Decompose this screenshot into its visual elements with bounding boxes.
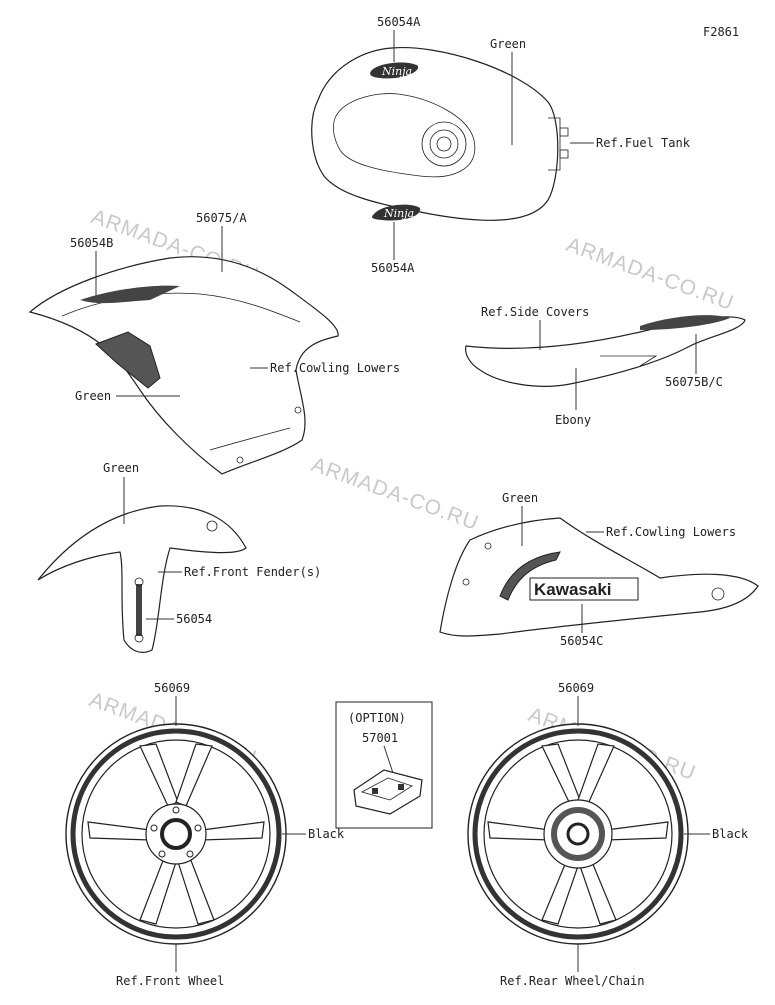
kawasaki-logo-text: Kawasaki — [534, 580, 612, 599]
label-56054a-top: 56054A — [377, 15, 421, 29]
upper-cowling — [28, 256, 339, 475]
label-ref-front-wheel: Ref.Front Wheel — [116, 974, 224, 988]
ninja-logo-text: Ninja — [383, 207, 414, 220]
label-fender-color: Green — [103, 461, 139, 475]
kawasaki-logo: Kawasaki — [529, 577, 639, 601]
label-ref-cowling-lowers-1: Ref.Cowling Lowers — [270, 361, 400, 375]
label-ref-front-fender: Ref.Front Fender(s) — [184, 565, 321, 579]
front-wheel — [65, 723, 287, 945]
label-56075a: 56075/A — [196, 211, 247, 225]
watermark: ARMADA-CO.RU — [308, 453, 482, 535]
label-tank-color: Green — [490, 37, 526, 51]
front-fender — [37, 505, 247, 653]
label-ref-rear-wheel: Ref.Rear Wheel/Chain — [500, 974, 645, 988]
label-ref-cowling-lowers-2: Ref.Cowling Lowers — [606, 525, 736, 539]
label-56075bc: 56075B/C — [665, 375, 723, 389]
fuel-tank: Ninja Ninja — [311, 46, 569, 221]
label-56054b: 56054B — [70, 236, 113, 250]
figure-code: F2861 — [703, 25, 739, 39]
label-56054: 56054 — [176, 612, 212, 626]
label-56054a-bottom: 56054A — [371, 261, 415, 275]
label-rear-wheel-color: Black — [712, 827, 749, 841]
label-56054c: 56054C — [560, 634, 603, 648]
cowling-lower: Kawasaki — [439, 517, 759, 637]
label-option: (OPTION) — [348, 711, 406, 725]
side-covers — [465, 315, 746, 387]
label-rear-wheel-decal: 56069 — [558, 681, 594, 695]
label-front-wheel-color: Black — [308, 827, 345, 841]
label-57001: 57001 — [362, 731, 398, 745]
label-lower-color: Green — [502, 491, 538, 505]
label-ref-fuel-tank: Ref.Fuel Tank — [596, 136, 691, 150]
watermark: ARMADA-CO.RU — [563, 233, 737, 315]
label-ref-side-covers: Ref.Side Covers — [481, 305, 589, 319]
label-front-wheel-decal: 56069 — [154, 681, 190, 695]
rear-wheel — [467, 723, 689, 945]
ninja-logo: Ninja — [370, 62, 419, 79]
option-box: (OPTION) 57001 — [335, 701, 433, 829]
ninja-logo: Ninja — [372, 204, 421, 221]
ninja-logo-text: Ninja — [381, 65, 412, 78]
label-side-cover-color: Ebony — [555, 413, 591, 427]
label-cowl-color: Green — [75, 389, 111, 403]
